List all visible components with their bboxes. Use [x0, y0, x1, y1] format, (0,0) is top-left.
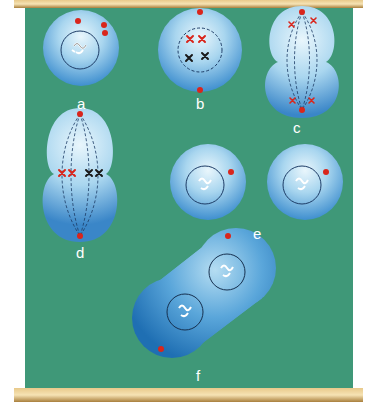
cell-e	[170, 144, 343, 220]
bottom-bar	[14, 388, 363, 402]
stage-letter: f	[196, 368, 200, 384]
cell-f	[132, 228, 276, 358]
cell-d	[43, 108, 118, 242]
stage-letter: a	[77, 96, 85, 112]
green-panel	[25, 6, 353, 390]
stage-letter: b	[196, 96, 204, 112]
cell-c	[265, 6, 339, 118]
cell-b	[158, 8, 242, 93]
stage-letter: c	[293, 120, 301, 136]
stage-letter: e	[253, 226, 261, 242]
top-bar	[14, 0, 363, 8]
cell-a	[43, 10, 119, 86]
stage-letter: d	[76, 245, 84, 261]
